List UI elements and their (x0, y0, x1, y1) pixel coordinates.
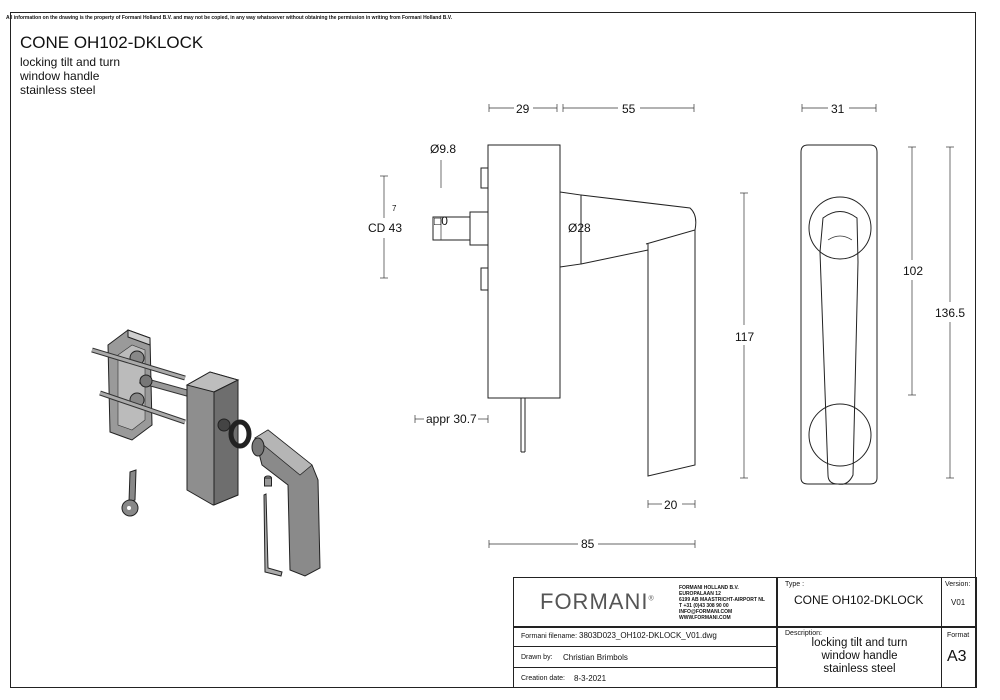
front-view (800, 104, 954, 485)
dim-85: 85 (581, 537, 595, 551)
dim-136-5: 136.5 (935, 306, 966, 320)
description-line-1: locking tilt and turn (20, 55, 121, 69)
description-line-3: stainless steel (20, 83, 96, 97)
dim-cd-43: CD 43 (368, 221, 403, 235)
format-label: Format (947, 632, 970, 639)
dim-29: 29 (516, 102, 530, 116)
dim-7: 7 (392, 204, 397, 213)
description-line-2: window handle (20, 69, 100, 83)
format-cell (941, 627, 977, 688)
version-cell (941, 577, 977, 627)
side-view (380, 104, 748, 548)
drawing-title: CONE OH102-DKLOCK (20, 33, 204, 52)
filename-value: 3803D023_OH102-DKLOCK_V01.dwg (579, 631, 717, 640)
disclaimer-text: All information on the drawing is the pr… (6, 15, 453, 21)
format-value: A3 (947, 648, 967, 665)
dim-diameter-28: Ø28 (568, 221, 591, 235)
description-label: Description: (785, 630, 822, 637)
dim-117: 117 (735, 330, 755, 344)
date-cell (513, 667, 777, 688)
dim-31: 31 (831, 102, 845, 116)
version-value: V01 (951, 598, 966, 607)
drawing-frame (10, 12, 976, 688)
creation-date-label: Creation date: (521, 675, 565, 682)
dim-diameter-9-8: Ø9.8 (430, 142, 457, 156)
drawn-by-label: Drawn by: (521, 654, 553, 661)
dim-20: 20 (664, 498, 678, 512)
version-label: Version: (945, 581, 971, 588)
creation-date-value: 8-3-2021 (574, 674, 607, 683)
dim-55: 55 (622, 102, 636, 116)
type-label: Type : (785, 581, 805, 588)
filename-label: Formani filename: (521, 633, 578, 640)
drawn-by-value: Christian Brimbols (563, 653, 628, 662)
isometric-exploded-view (91, 329, 321, 577)
dim-appr-30-7: appr 30.7 (426, 412, 477, 426)
formani-logo: FORMANI® (540, 589, 655, 614)
dim-square-0: □0 (434, 214, 448, 228)
type-value: CONE OH102-DKLOCK (794, 593, 924, 607)
dim-102: 102 (903, 264, 924, 278)
titleblock-logo-cell (513, 577, 777, 627)
